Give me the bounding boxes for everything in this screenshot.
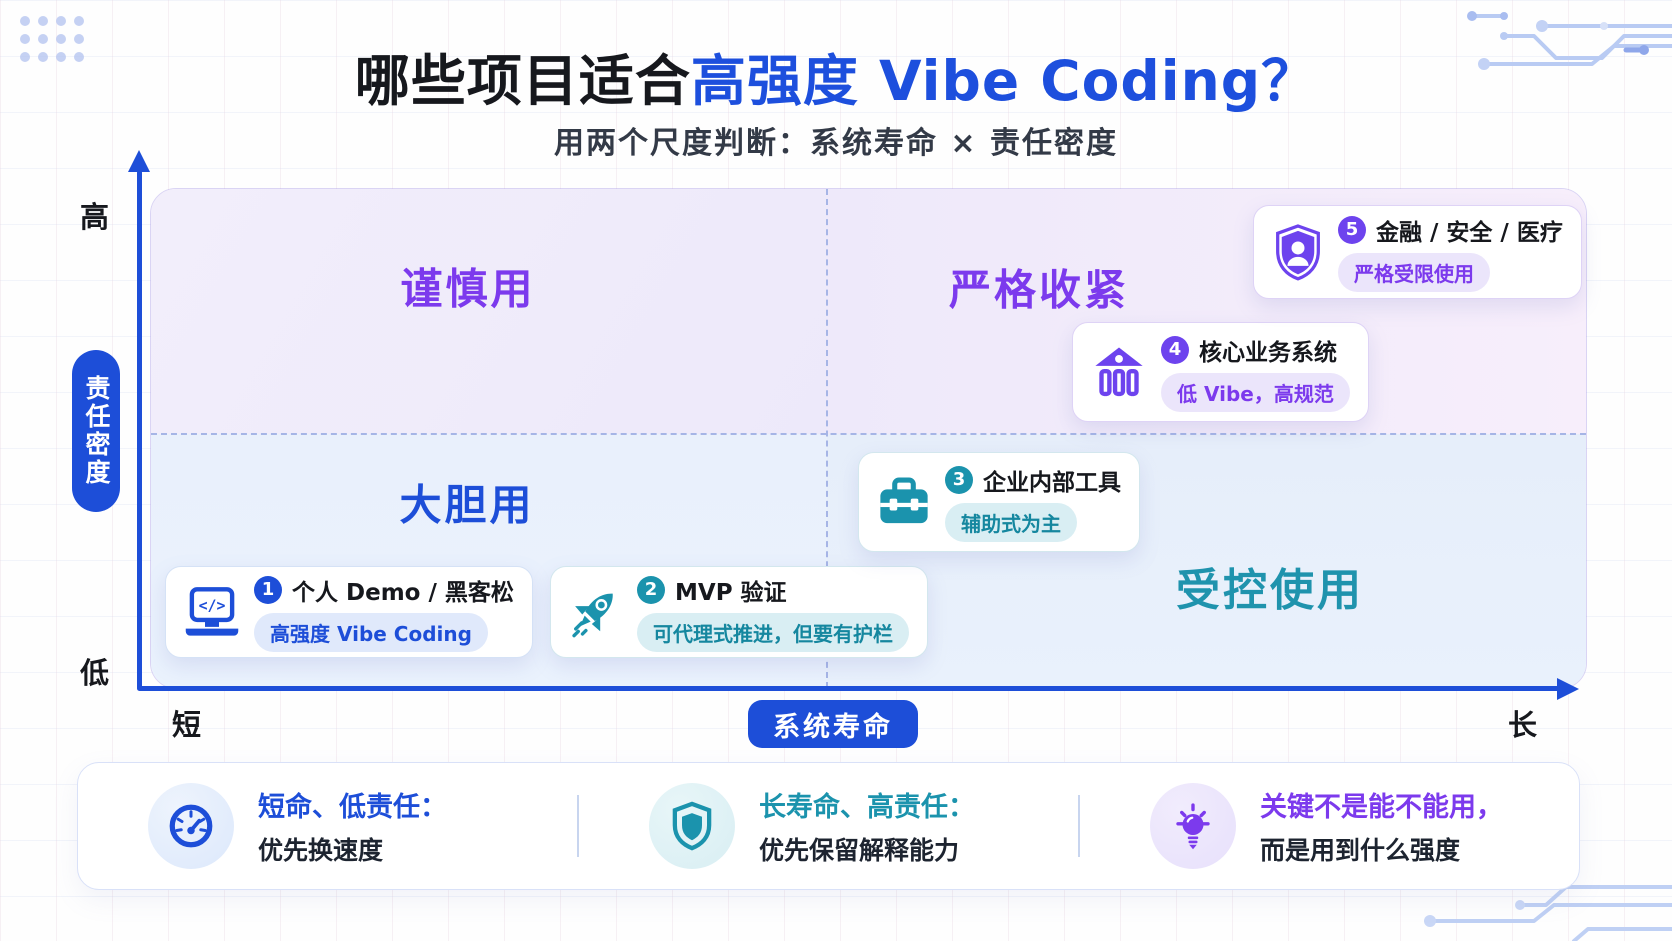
y-axis-low-label: 低 [80, 656, 110, 690]
gauge-icon [148, 783, 234, 869]
legend-headline: 短命、低责任： [258, 792, 447, 823]
title-prefix: 哪些项目适合 [354, 49, 691, 113]
card-title: MVP 验证 [675, 579, 787, 606]
legend-bar: 短命、低责任： 优先换速度 长寿命、高责任： 优先保留解释能力 [77, 762, 1580, 890]
card-tag: 可代理式推进，但要有护栏 [637, 612, 909, 652]
page-subtitle: 用两个尺度判断：系统寿命 × 责任密度 [553, 126, 1119, 161]
legend-item-short-life: 短命、低责任： 优先换速度 [78, 783, 577, 869]
x-axis-line [137, 686, 1561, 691]
legend-headline: 长寿命、高责任： [759, 792, 975, 823]
number-badge: 5 [1338, 215, 1366, 244]
card-finance-security-medical: 5 金融 / 安全 / 医疗 严格受限使用 [1253, 205, 1582, 299]
number-badge: 2 [637, 575, 665, 604]
circuit-traces-icon [1467, 11, 1672, 70]
rocket-icon [569, 585, 623, 639]
quadrant-label-bold: 大胆用 [399, 480, 535, 530]
card-title: 企业内部工具 [983, 469, 1121, 496]
card-tag: 低 Vibe，高规范 [1161, 372, 1350, 412]
legend-divider [1078, 795, 1080, 857]
y-axis-title-pill: 责任密度 [72, 350, 120, 512]
quadrant-label-controlled: 受控使用 [1176, 565, 1364, 616]
card-personal-demo: </> 1 个人 Demo / 黑客松 高强度 Vibe Coding [165, 566, 533, 658]
card-internal-tools: 3 企业内部工具 辅助式为主 [858, 452, 1140, 552]
legend-item-long-life: 长寿命、高责任： 优先保留解释能力 [579, 783, 1078, 869]
legend-headline: 关键不是能不能用， [1260, 792, 1503, 823]
number-badge: 3 [945, 465, 973, 494]
number-badge: 1 [254, 575, 282, 604]
quadrant-label-strict: 严格收紧 [948, 265, 1130, 315]
card-title: 核心业务系统 [1199, 339, 1337, 366]
legend-detail: 优先保留解释能力 [759, 836, 960, 865]
legend-detail: 优先换速度 [258, 836, 384, 865]
card-mvp: 2 MVP 验证 可代理式推进，但要有护栏 [550, 566, 928, 658]
dots-grid-decoration [20, 16, 84, 62]
card-core-business: 4 核心业务系统 低 Vibe，高规范 [1072, 322, 1369, 422]
card-title: 金融 / 安全 / 医疗 [1376, 219, 1563, 246]
x-axis-long-label: 长 [1508, 708, 1538, 742]
x-axis-arrow-icon [1557, 677, 1579, 700]
legend-divider [577, 795, 579, 857]
quadrant-label-cautious: 谨慎用 [400, 264, 536, 314]
horizontal-divider-dashed [151, 433, 1586, 435]
y-axis-line [137, 170, 142, 690]
vertical-divider-dashed [826, 189, 828, 688]
shield-icon [649, 783, 735, 869]
bank-icon [1091, 345, 1147, 399]
shield-user-icon [1272, 223, 1324, 281]
laptop-code-icon: </> [184, 586, 240, 638]
card-tag: 辅助式为主 [945, 502, 1077, 542]
legend-detail: 而是用到什么强度 [1260, 836, 1461, 865]
quadrant-top-left [151, 189, 827, 434]
title-highlight: 高强度 Vibe Coding？ [690, 49, 1318, 113]
x-axis-title-pill: 系统寿命 [748, 700, 918, 748]
page-title: 哪些项目适合高强度 Vibe Coding？ [0, 36, 1672, 116]
circuit-traces-icon [1424, 885, 1672, 941]
legend-item-key-point: 关键不是能不能用， 而是用到什么强度 [1080, 783, 1579, 869]
x-axis-short-label: 短 [172, 708, 202, 742]
y-axis-high-label: 高 [80, 200, 110, 234]
svg-text:</>: </> [199, 596, 226, 614]
toolbox-icon [877, 477, 931, 527]
y-axis-arrow-icon [128, 150, 150, 172]
card-title: 个人 Demo / 黑客松 [292, 579, 514, 606]
card-tag: 严格受限使用 [1338, 252, 1490, 292]
card-tag: 高强度 Vibe Coding [254, 612, 488, 652]
lightbulb-icon [1150, 783, 1236, 869]
number-badge: 4 [1161, 335, 1189, 364]
